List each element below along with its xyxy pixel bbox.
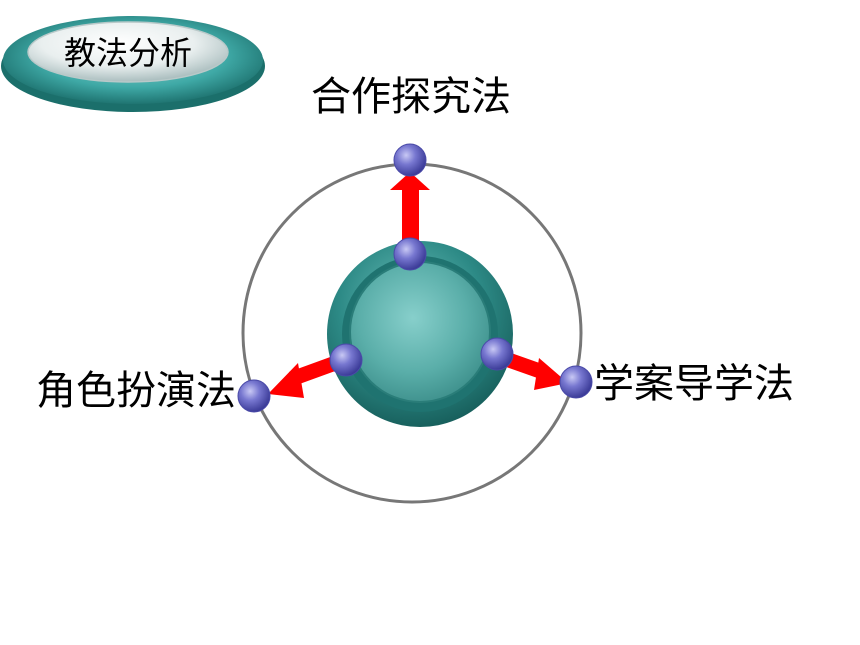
arrow-left-head	[268, 363, 304, 398]
badge-inner-plate	[27, 21, 229, 83]
node-top-outer	[393, 143, 427, 177]
badge-title: 教法分析	[64, 34, 192, 72]
method-left-label: 角色扮演法	[36, 368, 236, 414]
node-left-outer	[237, 379, 271, 413]
arrow-top-head	[390, 172, 430, 190]
hub-inner-disc	[349, 261, 491, 403]
method-right-label: 学案导学法	[594, 361, 794, 407]
header-badge: 教法分析	[1, 16, 265, 112]
arrow-top-shaft	[402, 187, 419, 254]
arrow-top	[390, 172, 430, 254]
node-top-inner	[393, 237, 427, 271]
central-hub	[327, 241, 513, 427]
method-top-label: 合作探究法	[311, 74, 511, 120]
node-left-inner	[329, 343, 363, 377]
node-right-inner	[480, 337, 514, 371]
node-right-outer	[559, 365, 593, 399]
